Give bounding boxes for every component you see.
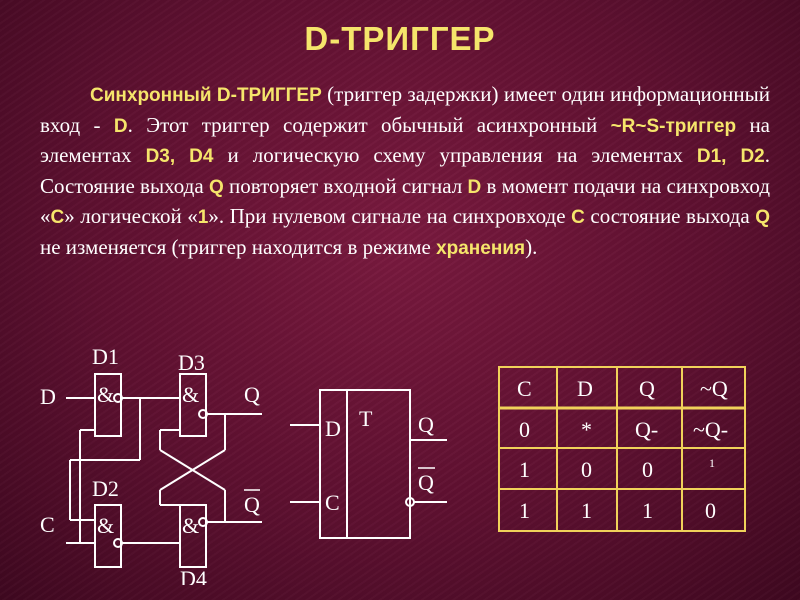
paragraph-segment: » логической « — [64, 204, 198, 228]
symbol-q-label: Q — [418, 412, 434, 437]
paragraph-segment: хранения — [436, 237, 526, 259]
paragraph-segment: C — [571, 207, 585, 228]
truth-table: C D Q ~Q 0 * Q- ~Q- 1 0 0 1 1 1 1 0 — [498, 366, 746, 532]
description-paragraph: Синхронный D-ТРИГГЕР (триггер задержки) … — [40, 80, 770, 263]
table-header-q: Q — [639, 376, 655, 401]
paragraph-segment: (триггер задержки) имеет один информацио… — [40, 82, 771, 137]
input-d-label: D — [40, 384, 56, 409]
table-cell: 1 — [519, 457, 530, 482]
paragraph-segment: D3, D4 — [145, 146, 214, 167]
paragraph-segment: Синхронный D-ТРИГГЕР — [90, 85, 322, 106]
paragraph-segment: Q — [755, 207, 770, 228]
table-cell: 0 — [519, 417, 530, 442]
symbol-nq-label: Q — [418, 470, 434, 495]
gate-d4-label: D4 — [180, 566, 207, 585]
table-cell: Q- — [635, 417, 658, 442]
paragraph-segment: ». При нулевом сигнале на синхровходе — [208, 204, 572, 228]
symbol-c-label: C — [325, 490, 340, 515]
slide-title: D-ТРИГГЕР — [304, 20, 496, 57]
circuit-diagram: D1 D3 D2 D4 & & & & D C Q Q — [40, 344, 262, 585]
paragraph-segment: повторяет входной сигнал — [223, 173, 468, 198]
output-nq-label: Q — [244, 492, 260, 517]
table-header-c: C — [517, 376, 532, 401]
paragraph-segment: D1, D2 — [696, 146, 765, 167]
table-cell: 0 — [705, 498, 716, 523]
paragraph-segment: C — [50, 207, 65, 228]
symbol-t-label: T — [359, 406, 373, 431]
paragraph-segment: и логическую схему управления на элемент… — [213, 143, 697, 167]
table-cell: ~Q- — [693, 417, 728, 442]
paragraph-segment: D — [467, 176, 482, 198]
input-c-label: C — [40, 512, 55, 537]
table-cell: 1 — [709, 456, 715, 470]
table-header-d: D — [577, 376, 593, 401]
paragraph-segment: . Состояние выхода — [40, 143, 770, 198]
paragraph-segment: не изменяется (триггер находится в режим… — [40, 234, 437, 259]
gate-d4 — [179, 504, 207, 568]
gate-d2-symbol: & — [97, 513, 114, 538]
table-cell: 0 — [642, 457, 653, 482]
symbol-body — [319, 389, 411, 539]
gate-d3-label: D3 — [178, 350, 205, 375]
gate-d3 — [179, 373, 207, 437]
table-cell: 0 — [581, 457, 592, 482]
symbol-d-label: D — [325, 416, 341, 441]
paragraph-segment: D — [113, 115, 128, 137]
gate-d3-symbol: & — [182, 382, 199, 407]
paragraph-segment: ~R~S-триггер — [610, 115, 737, 137]
paragraph-segment: состояние выхода — [584, 204, 756, 228]
table-cell: 1 — [642, 498, 653, 523]
gate-d2-label: D2 — [92, 476, 119, 501]
gate-d1 — [94, 373, 122, 437]
gate-d1-symbol: & — [97, 382, 114, 407]
gate-d4-symbol: & — [182, 513, 199, 538]
flipflop-symbol: T D C Q Q — [290, 389, 447, 539]
table-header-nq: ~Q — [700, 376, 728, 401]
output-q-label: Q — [244, 382, 260, 407]
paragraph-segment: в момент подачи на синхровход « — [40, 173, 771, 229]
table-cell: 1 — [581, 498, 592, 523]
symbol-inv-bubble — [405, 497, 415, 507]
gate-d2 — [94, 504, 122, 568]
paragraph-segment: ). — [525, 234, 538, 259]
table-cell: 1 — [519, 498, 530, 523]
paragraph-segment: на элементах — [40, 112, 770, 168]
gate-d1-label: D1 — [92, 344, 119, 369]
paragraph-segment: Q — [208, 176, 224, 198]
paragraph-segment: 1 — [197, 207, 209, 228]
paragraph-segment: . Этот триггер содержит обычный асинхрон… — [127, 112, 611, 137]
table-cell: * — [581, 417, 592, 442]
